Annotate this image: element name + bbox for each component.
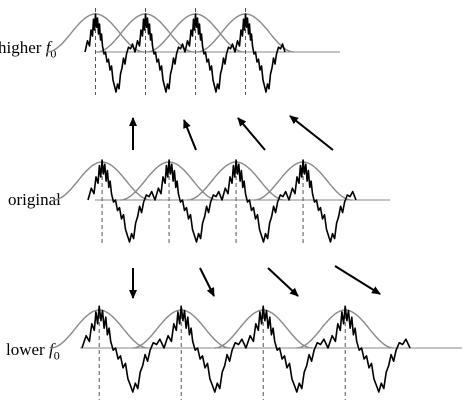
- lower-f0-label: lower f0: [6, 340, 60, 363]
- original-waveform: [87, 159, 357, 243]
- higher-label-subscript: 0: [50, 46, 57, 61]
- arrow-up-4: [289, 115, 334, 151]
- lower-label-subscript: 0: [53, 348, 60, 363]
- arrow-up-2: [183, 119, 197, 151]
- original-label: original: [8, 190, 61, 210]
- arrow-down-3: [267, 267, 299, 297]
- higher-f0-label: higher f0: [0, 38, 56, 61]
- baselines: [80, 51, 462, 349]
- higher-waveform: [84, 13, 286, 93]
- lower-label-text: lower: [6, 340, 49, 359]
- lower-waveform: [81, 305, 411, 393]
- arrow-down-2: [199, 267, 215, 297]
- higher-label-symbol: f: [45, 38, 51, 57]
- arrow-down-4: [334, 265, 381, 295]
- higher-label-text: higher: [0, 38, 46, 57]
- waveforms: [81, 13, 411, 393]
- mapping-arrows: [129, 115, 381, 299]
- original-label-text: original: [8, 190, 61, 209]
- arrow-up-3: [237, 117, 266, 151]
- pitch-markers: [95, 8, 346, 400]
- lower-label-symbol: f: [48, 340, 54, 359]
